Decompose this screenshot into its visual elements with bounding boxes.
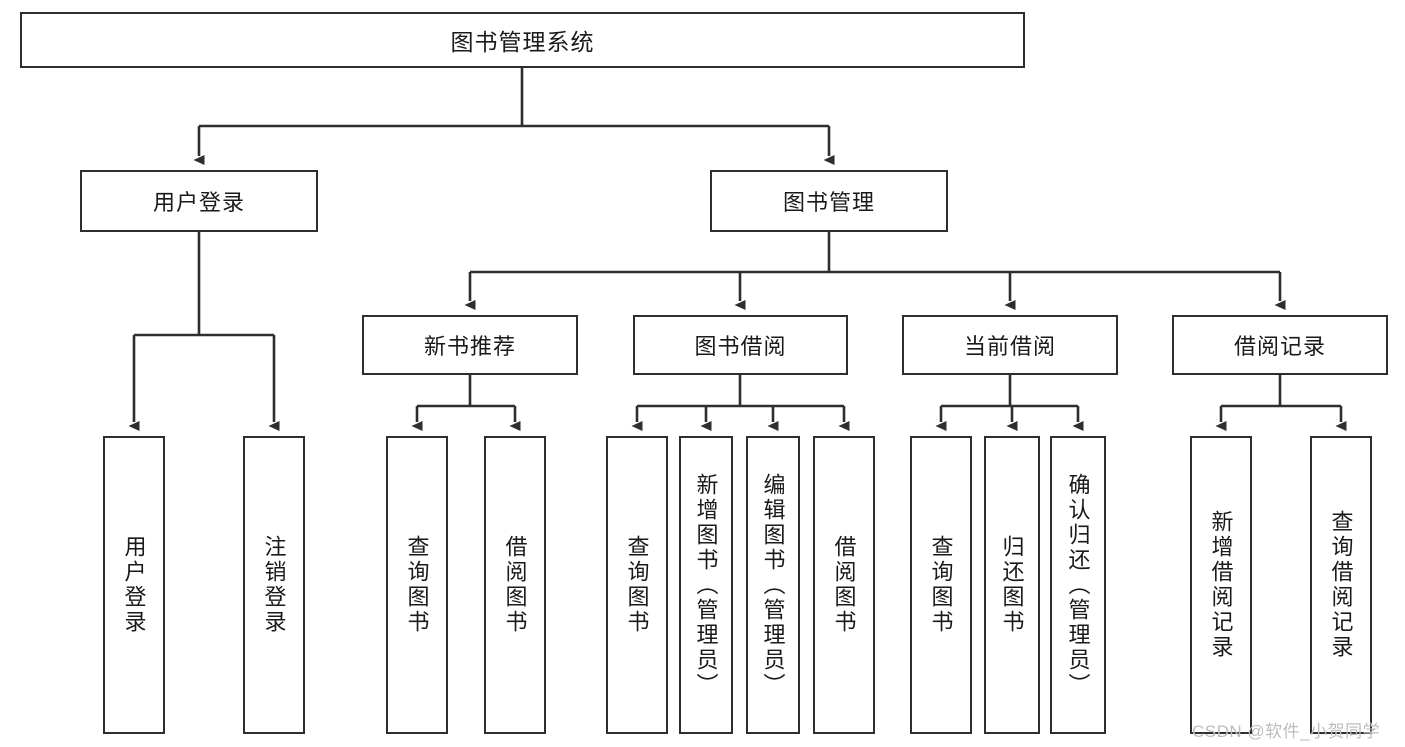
leaf-borrow-book-2[interactable]: 借阅图书 [813, 436, 875, 734]
leaf-add-book-admin-label: 新增图书（管理员） [693, 472, 719, 698]
leaf-borrow-book-1[interactable]: 借阅图书 [484, 436, 546, 734]
leaf-add-borrow-record-label: 新增借阅记录 [1208, 510, 1234, 660]
node-user-login-label: 用户登录 [152, 190, 245, 215]
leaf-user-login[interactable]: 用户登录 [103, 436, 165, 734]
node-user-login[interactable]: 用户登录 [80, 170, 318, 232]
node-book-borrow-label: 图书借阅 [694, 334, 787, 359]
leaf-query-book-3-label: 查询图书 [928, 535, 954, 635]
node-new-book-recommend-label: 新书推荐 [423, 334, 516, 359]
leaf-edit-book-admin-label: 编辑图书（管理员） [760, 472, 786, 698]
node-borrow-record-label: 借阅记录 [1233, 334, 1326, 359]
node-borrow-record[interactable]: 借阅记录 [1172, 315, 1388, 375]
leaf-user-logout-label: 注销登录 [261, 535, 287, 635]
leaf-query-book-2-label: 查询图书 [624, 535, 650, 635]
leaf-user-login-label: 用户登录 [121, 535, 147, 635]
node-book-manage[interactable]: 图书管理 [710, 170, 948, 232]
leaf-return-book[interactable]: 归还图书 [984, 436, 1040, 734]
leaf-user-logout[interactable]: 注销登录 [243, 436, 305, 734]
node-book-borrow[interactable]: 图书借阅 [633, 315, 848, 375]
node-book-manage-label: 图书管理 [782, 190, 875, 215]
leaf-add-book-admin[interactable]: 新增图书（管理员） [679, 436, 733, 734]
leaf-query-book-3[interactable]: 查询图书 [910, 436, 972, 734]
leaf-query-borrow-record-label: 查询借阅记录 [1328, 510, 1354, 660]
leaf-query-book-1[interactable]: 查询图书 [386, 436, 448, 734]
leaf-query-borrow-record[interactable]: 查询借阅记录 [1310, 436, 1372, 734]
leaf-return-book-label: 归还图书 [999, 535, 1025, 635]
csdn-watermark: CSDN @软件_小贺同学 [1192, 722, 1381, 741]
node-root[interactable]: 图书管理系统 [20, 12, 1025, 68]
leaf-confirm-return-admin-label: 确认归还（管理员） [1065, 472, 1091, 698]
node-root-label: 图书管理系统 [450, 29, 595, 55]
node-new-book-recommend[interactable]: 新书推荐 [362, 315, 578, 375]
leaf-borrow-book-1-label: 借阅图书 [502, 535, 528, 635]
node-current-borrow-label: 当前借阅 [963, 334, 1056, 359]
leaf-query-book-1-label: 查询图书 [404, 535, 430, 635]
leaf-query-book-2[interactable]: 查询图书 [606, 436, 668, 734]
node-current-borrow[interactable]: 当前借阅 [902, 315, 1118, 375]
leaf-add-borrow-record[interactable]: 新增借阅记录 [1190, 436, 1252, 734]
leaf-confirm-return-admin[interactable]: 确认归还（管理员） [1050, 436, 1106, 734]
leaf-edit-book-admin[interactable]: 编辑图书（管理员） [746, 436, 800, 734]
leaf-borrow-book-2-label: 借阅图书 [831, 535, 857, 635]
